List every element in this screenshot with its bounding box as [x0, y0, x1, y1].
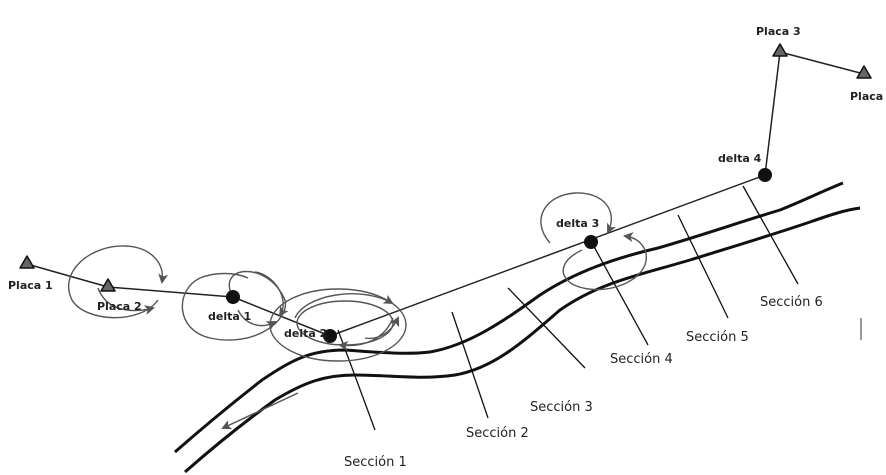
observation-arcs	[67, 192, 647, 362]
delta-2-label: delta 2	[284, 327, 327, 340]
arc-delta2-arrow-top	[294, 293, 394, 319]
traverse-delta4-placa3	[764, 51, 781, 176]
arc-delta3-top	[540, 192, 617, 244]
river-bank-upper	[174, 181, 844, 454]
traverse-lines	[26, 51, 865, 337]
arc-placa2-inner	[97, 287, 155, 315]
placa-4-marker	[856, 65, 872, 79]
section-3-label: Sección 3	[530, 400, 593, 415]
placa-1-label: Placa 1	[8, 279, 53, 292]
flow-direction-arrow	[221, 392, 299, 430]
arc-delta1-arrow	[254, 271, 289, 317]
delta-4-marker	[758, 168, 772, 182]
traverse-placa1-placa2	[26, 263, 109, 288]
delta-1-marker	[226, 290, 240, 304]
section-4-label: Sección 4	[610, 352, 673, 367]
placa-1-marker	[19, 255, 35, 269]
section-6-label: Sección 6	[760, 295, 823, 310]
arc-delta3-bottom	[562, 232, 647, 291]
placa-4-label: Placa	[850, 90, 883, 103]
section-line-4	[591, 242, 649, 346]
section-5-label: Sección 5	[686, 330, 749, 345]
placa-2-marker	[100, 278, 116, 292]
placa-2-label: Placa 2	[97, 300, 142, 313]
section-1-label: Sección 1	[344, 455, 407, 470]
delta-3-label: delta 3	[556, 217, 599, 230]
arc-delta1-outer	[181, 270, 287, 341]
section-line-3	[507, 287, 586, 369]
section-line-2	[451, 311, 489, 419]
delta-2-marker	[323, 329, 337, 343]
traverse-placa2-delta1	[107, 286, 234, 298]
arc-delta1-inner	[237, 309, 277, 331]
delta-3-marker	[584, 235, 598, 249]
traverse-placa3-placa4	[779, 51, 865, 75]
placa-3-marker	[772, 43, 788, 57]
traverse-delta2-delta4	[329, 174, 766, 337]
delta-4-label: delta 4	[718, 152, 762, 165]
delta-1-label: delta 1	[208, 310, 251, 323]
placa-markers	[19, 43, 872, 292]
section-line-6	[742, 185, 799, 285]
section-2-label: Sección 2	[466, 426, 529, 441]
river-bank-lower	[184, 206, 861, 474]
arc-placa2-outer	[67, 245, 169, 319]
delta-markers	[226, 168, 772, 343]
section-line-5	[677, 214, 729, 319]
arc-delta2-arrow-right	[364, 316, 400, 340]
placa-3-label: Placa 3	[756, 25, 801, 38]
arc-delta2-outer	[269, 288, 407, 362]
